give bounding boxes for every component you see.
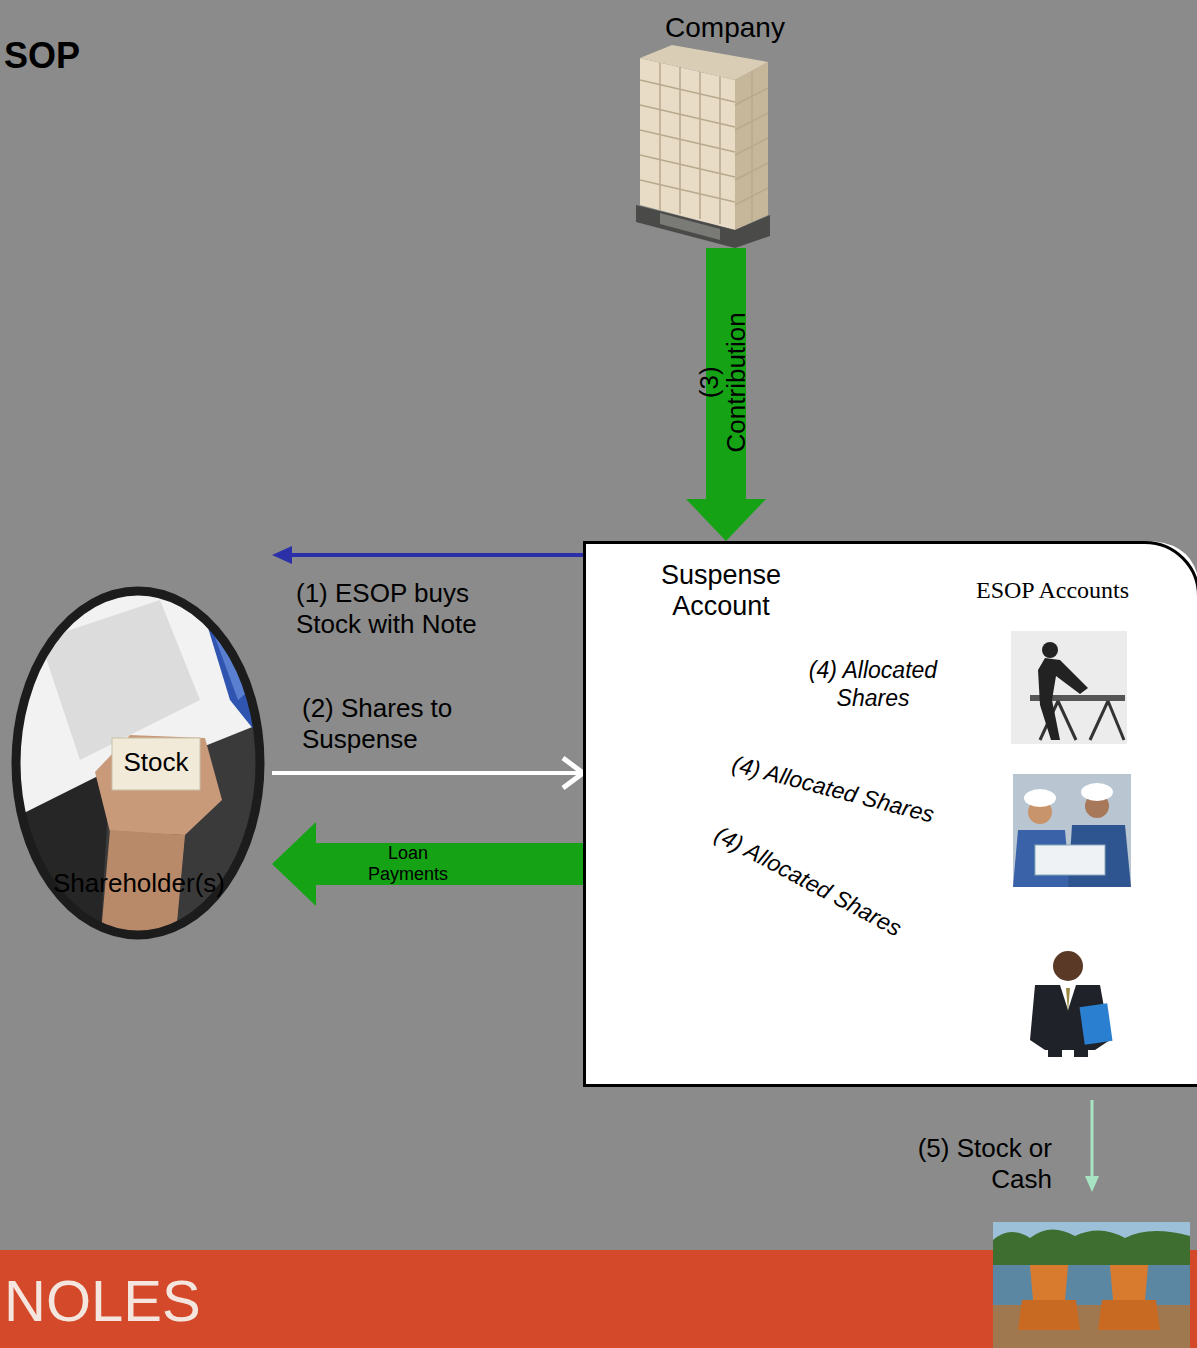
worker-picture	[1108, 701, 1124, 740]
building-illustration	[640, 58, 735, 230]
arrow-head	[686, 499, 766, 541]
worker-picture	[1011, 631, 1127, 744]
company-node: Company	[620, 5, 834, 248]
building-illustration	[719, 77, 721, 224]
connector-line	[272, 771, 581, 775]
building-illustration	[640, 63, 768, 224]
building-illustration	[636, 45, 770, 248]
building-illustration	[735, 62, 768, 230]
worker-picture	[1042, 642, 1058, 658]
shareholder-photo	[10, 585, 270, 945]
shareholder-photo	[10, 770, 110, 945]
suspense-box-fill	[583, 541, 1197, 1087]
callout-label: (4) Allocated Shares	[723, 749, 943, 831]
callout-label: (4) Allocated Shares	[800, 657, 946, 712]
edge-label: (2) Shares to Suspense	[302, 693, 494, 755]
engineers-picture	[1024, 789, 1056, 807]
businessman-picture	[1048, 1040, 1062, 1057]
businessman-picture	[1079, 1003, 1112, 1045]
column-heading: ESOP Accounts	[976, 576, 1129, 605]
callout-label: (5) Stock or Cash	[892, 1133, 1052, 1195]
page-title: SOP	[4, 34, 80, 77]
shareholder-photo	[10, 585, 275, 945]
box-heading: Suspense Account	[646, 560, 796, 622]
arrow-head	[563, 758, 583, 788]
card-text: Stock	[112, 747, 200, 778]
connector-arrow	[272, 546, 583, 564]
payout-arrow	[1085, 1100, 1099, 1192]
engineers-picture	[1035, 845, 1105, 875]
engineers-picture	[1013, 774, 1131, 887]
shareholder-oval: StockShareholder(s)	[10, 540, 272, 925]
worker-picture	[1090, 701, 1108, 740]
edge-label: (3) Contribution	[696, 297, 751, 467]
payout-arrow	[1085, 1176, 1099, 1192]
node-label: Company	[620, 11, 830, 45]
connector-line	[316, 843, 583, 885]
building-illustration	[679, 67, 681, 214]
engineers-picture	[1081, 783, 1113, 801]
businessman-picture	[1066, 988, 1070, 1012]
edge-label: (1) ESOP buys Stock with Note	[296, 578, 488, 640]
worker-picture	[1058, 701, 1076, 740]
node-label: Shareholder(s)	[10, 868, 268, 899]
businessman-picture	[1030, 951, 1113, 1057]
building-illustration	[699, 72, 701, 219]
engineers-picture	[1013, 774, 1131, 887]
retirement-picture	[993, 1222, 1190, 1348]
retirement-picture	[1018, 1300, 1080, 1330]
connector-line	[292, 553, 583, 557]
payout-arrow	[1091, 1100, 1094, 1178]
building-illustration	[660, 213, 720, 240]
band-text: NOLES	[4, 1266, 201, 1336]
businessman-picture	[1053, 951, 1083, 981]
building-illustration	[640, 45, 768, 80]
arrow-head	[272, 546, 292, 564]
retirement-picture	[1098, 1300, 1160, 1330]
arrow-head	[272, 822, 316, 906]
callout-label: (4) Allocated Shares	[703, 817, 914, 947]
shareholder-photo	[95, 735, 222, 835]
connector-arrow	[272, 758, 583, 788]
building-illustration	[659, 63, 661, 210]
shareholder-photo	[10, 585, 275, 945]
retirement-picture	[993, 1229, 1190, 1265]
worker-picture	[1011, 631, 1127, 744]
retirement-picture	[993, 1222, 1190, 1348]
building-illustration	[636, 205, 770, 248]
building-illustration	[751, 71, 753, 222]
shareholder-photo	[112, 738, 200, 790]
connector-arrow	[272, 822, 583, 906]
edge-label: Loan Payments	[358, 843, 458, 884]
worker-picture	[1038, 658, 1088, 740]
connector-arrow	[686, 248, 766, 541]
